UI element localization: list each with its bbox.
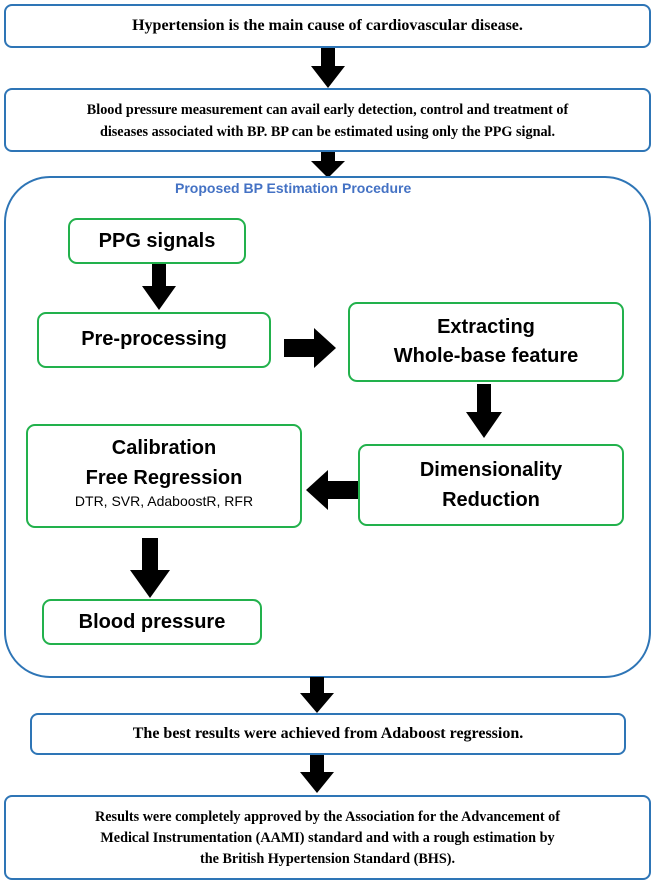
approval-line-1: Results were completely approved by the … xyxy=(95,809,560,825)
dimensionality-label-line-2: Reduction xyxy=(442,489,540,511)
calibration-label-line-1: Calibration xyxy=(111,437,217,459)
extracting-feature-box: Extracting Whole-base feature xyxy=(348,302,624,382)
procedure-title: Proposed BP Estimation Procedure xyxy=(175,180,412,196)
dimensionality-reduction-box: Dimensionality Reduction xyxy=(358,444,624,526)
ppg-signals-box: PPG signals xyxy=(68,218,246,264)
procedure-container xyxy=(4,176,651,678)
extracting-label-line-2: Whole-base feature xyxy=(393,345,579,367)
arrow-preprocessing-to-extracting xyxy=(284,328,336,368)
best-results-box: The best results were achieved from Adab… xyxy=(30,713,626,755)
approval-line-2: Medical Instrumentation (AAMI) standard … xyxy=(100,830,555,846)
cause-text: Hypertension is the main cause of cardio… xyxy=(132,17,523,34)
arrow-down-1 xyxy=(311,48,345,88)
measurement-line-1: Blood pressure measurement can avail ear… xyxy=(86,102,569,118)
ppg-signals-label: PPG signals xyxy=(98,230,216,252)
arrow-extracting-to-dimensionality xyxy=(466,384,502,438)
calibration-regression-box: Calibration Free Regression DTR, SVR, Ad… xyxy=(26,424,302,528)
regression-methods-label: DTR, SVR, AdaboostR, RFR xyxy=(74,493,254,509)
arrow-down-4 xyxy=(300,755,334,793)
approval-box: Results were completely approved by the … xyxy=(4,795,651,880)
arrow-dimensionality-to-calibration xyxy=(306,470,358,510)
measurement-line-2: diseases associated with BP. BP can be e… xyxy=(99,124,556,140)
calibration-label-line-2: Free Regression xyxy=(85,467,243,489)
approval-line-3: the British Hypertension Standard (BHS). xyxy=(199,851,455,867)
blood-pressure-label: Blood pressure xyxy=(78,611,226,633)
preprocessing-box: Pre-processing xyxy=(37,312,271,368)
dimensionality-label-line-1: Dimensionality xyxy=(419,459,563,481)
preprocessing-label: Pre-processing xyxy=(81,328,227,350)
arrow-calibration-to-blood-pressure xyxy=(130,538,170,598)
arrow-ppg-to-preprocessing xyxy=(142,264,176,310)
best-results-text: The best results were achieved from Adab… xyxy=(132,725,524,742)
cause-box: Hypertension is the main cause of cardio… xyxy=(4,4,651,48)
measurement-box: Blood pressure measurement can avail ear… xyxy=(4,88,651,152)
extracting-label-line-1: Extracting xyxy=(437,316,535,338)
arrow-down-2 xyxy=(311,152,345,178)
blood-pressure-box: Blood pressure xyxy=(42,599,262,645)
arrow-down-3 xyxy=(300,677,334,713)
